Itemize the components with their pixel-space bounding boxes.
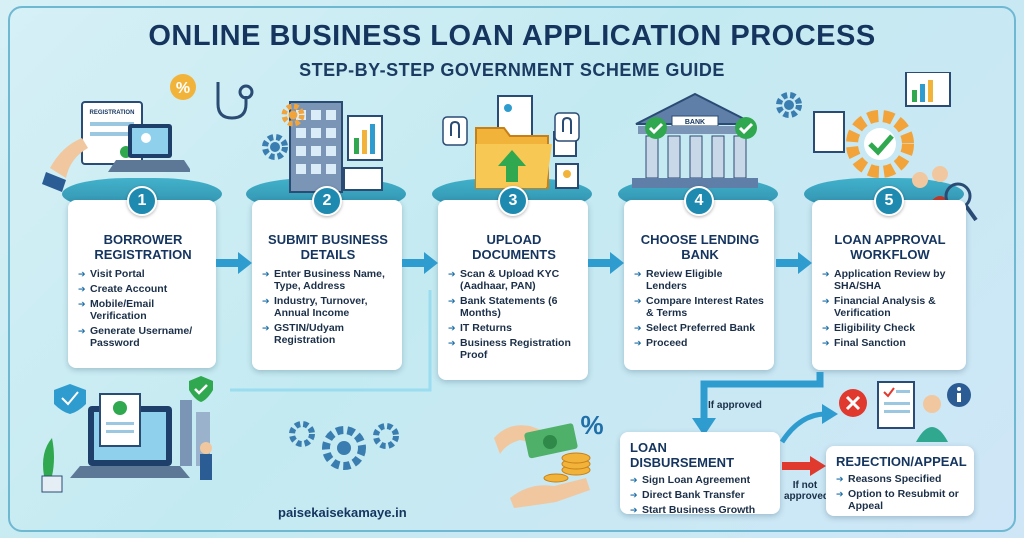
step-card-4: 4 CHOOSE LENDING BANK Review Eligible Le… — [624, 186, 774, 370]
page-title: ONLINE BUSINESS LOAN APPLICATION PROCESS — [148, 20, 876, 52]
gear-icon-3 — [776, 92, 802, 118]
cross-icon — [839, 389, 867, 417]
step-list: Visit Portal Create Account Mobile/Email… — [78, 268, 208, 349]
arrow-right-icon — [588, 252, 624, 274]
list-item: Visit Portal — [78, 268, 208, 280]
list-item: Reasons Specified — [836, 473, 964, 485]
person-icon — [916, 395, 948, 442]
paperclip-icon-2 — [554, 112, 580, 142]
step-card-5: 5 LOAN APPROVAL WORKFLOW Application Rev… — [812, 186, 966, 370]
rejection-list: Reasons Specified Option to Resubmit or … — [836, 473, 964, 512]
disbursement-title: LOAN DISBURSEMENT — [630, 440, 735, 470]
registration-label: REGISTRATION — [90, 110, 135, 116]
border-frame — [8, 6, 1016, 532]
paperclip-icon — [442, 116, 468, 146]
gear-icon — [262, 134, 288, 160]
curved-arrow-icon — [780, 404, 838, 444]
page-subtitle: STEP-BY-STEP GOVERNMENT SCHEME GUIDE — [299, 60, 725, 80]
website-url: paisekaisekamaye.in — [278, 505, 407, 520]
arrow-right-red-icon — [782, 456, 826, 476]
step-card-3: 3 UPLOAD DOCUMENTS Scan & Upload KYC (Aa… — [438, 186, 588, 380]
step-number: 1 — [127, 186, 157, 216]
list-item: Proceed — [634, 337, 766, 349]
folder-icon — [475, 95, 579, 189]
connector-line — [230, 290, 432, 392]
document-icon — [877, 381, 915, 429]
list-item: Direct Bank Transfer — [630, 489, 770, 501]
arrow-right-icon — [216, 252, 252, 274]
list-item: Bank Statements (6 Months) — [448, 295, 580, 319]
if-not-approved-label: If not approved — [784, 480, 830, 502]
step-title: UPLOAD DOCUMENTS — [472, 232, 556, 262]
step-title: LOAN APPROVAL WORKFLOW — [834, 232, 946, 262]
bank-label: BANK — [685, 119, 705, 126]
list-item: Scan & Upload KYC (Aadhaar, PAN) — [448, 268, 580, 292]
check-icon — [645, 117, 667, 139]
list-item: Final Sanction — [822, 337, 958, 349]
info-icon — [947, 383, 971, 407]
gear-icon-orange — [281, 103, 305, 127]
step-number: 5 — [874, 186, 904, 216]
rejection-card: REJECTION/APPEAL Reasons Specified Optio… — [826, 446, 974, 516]
step-card-2: 2 SUBMIT BUSINESS DETAILS Enter Business… — [252, 186, 402, 370]
list-item: Sign Loan Agreement — [630, 474, 770, 486]
list-item: Review Eligible Lenders — [634, 268, 766, 292]
step-title: CHOOSE LENDING BANK — [640, 232, 760, 262]
list-item: Select Preferred Bank — [634, 322, 766, 334]
step-number: 4 — [684, 186, 714, 216]
list-item: Enter Business Name, Type, Address — [262, 268, 394, 292]
approved-arrow — [692, 372, 824, 436]
list-item: GSTIN/Udyam Registration — [262, 322, 394, 346]
arrow-right-icon — [776, 252, 812, 274]
list-item: Industry, Turnover, Annual Income — [262, 295, 394, 319]
disbursement-list: Sign Loan Agreement Direct Bank Transfer… — [630, 474, 770, 516]
list-item: IT Returns — [448, 322, 580, 334]
svg-text:%: % — [176, 80, 190, 97]
list-item: Option to Resubmit or Appeal — [836, 488, 964, 512]
cash-icon: % — [494, 410, 604, 508]
step-title: BORROWER REGISTRATION — [94, 232, 192, 262]
step-number: 3 — [498, 186, 528, 216]
list-item: Generate Username/ Password — [78, 325, 208, 349]
percent-icon: % — [170, 74, 196, 100]
if-approved-label: If approved — [708, 400, 762, 411]
bank-icon: BANK — [632, 92, 758, 188]
rejection-title: REJECTION/APPEAL — [836, 454, 967, 469]
list-item: Create Account — [78, 283, 208, 295]
step-card-1: 1 BORROWER REGISTRATION Visit Portal Cre… — [68, 186, 216, 368]
gears-icon — [289, 421, 399, 470]
step-title: SUBMIT BUSINESS DETAILS — [268, 232, 388, 262]
svg-text:%: % — [580, 410, 603, 440]
list-item: Start Business Growth — [630, 504, 770, 516]
check-icon-2 — [735, 117, 757, 139]
step-list: Application Review by SHA/SHA Financial … — [822, 268, 958, 349]
stethoscope-icon — [216, 82, 254, 120]
list-item: Application Review by SHA/SHA — [822, 268, 958, 292]
step-list: Enter Business Name, Type, Address Indus… — [262, 268, 394, 346]
list-item: Compare Interest Rates & Terms — [634, 295, 766, 319]
step-number: 2 — [312, 186, 342, 216]
disbursement-card: LOAN DISBURSEMENT Sign Loan Agreement Di… — [620, 432, 780, 516]
computer-icon — [41, 384, 212, 493]
laptop-icon: REGISTRATION — [42, 101, 190, 192]
building-icon — [289, 101, 383, 193]
shield-icon — [189, 376, 213, 402]
list-item: Business Registration Proof — [448, 337, 580, 361]
list-item: Eligibility Check — [822, 322, 958, 334]
arrow-right-icon — [402, 252, 438, 274]
list-item: Financial Analysis & Verification — [822, 295, 958, 319]
list-item: Mobile/Email Verification — [78, 298, 208, 322]
step-list: Scan & Upload KYC (Aadhaar, PAN) Bank St… — [448, 268, 580, 361]
step-list: Review Eligible Lenders Compare Interest… — [634, 268, 766, 349]
approval-icon — [813, 72, 951, 178]
